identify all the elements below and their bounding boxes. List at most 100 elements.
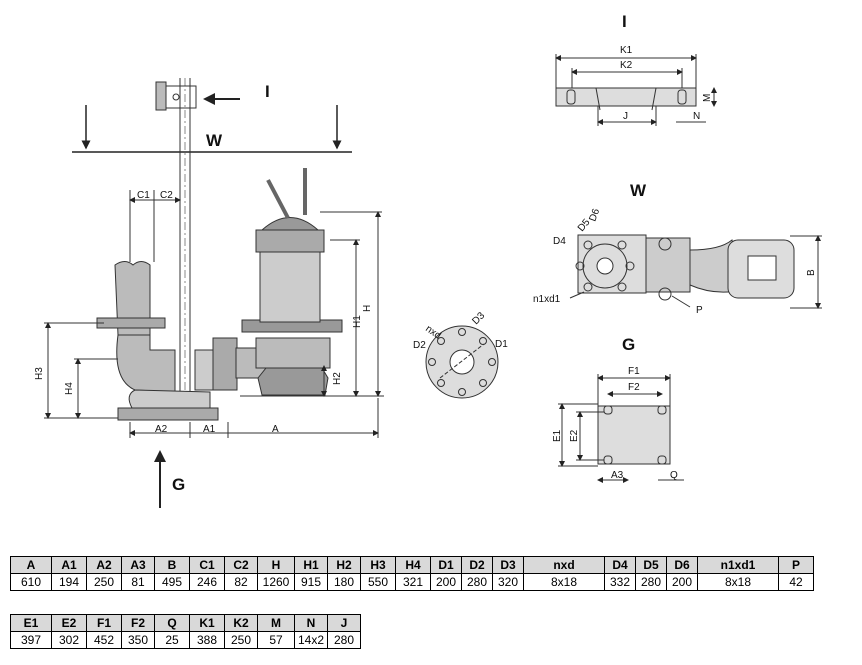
dim-A3: A3 [611,470,624,481]
table-cell: 397 [10,631,52,649]
table-cell: 452 [86,631,122,649]
table-cell: 42 [778,573,814,591]
view-G-labels: G F1 F2 E1 E2 A3 Q [552,335,678,481]
table-header-cell: J [327,614,361,632]
table-cell: 180 [327,573,361,591]
table-header-row: A A1 A2 A3 B C1 C2 H H1 H2 H3 H4 D1 D2 D… [10,556,814,574]
pump-side-view [44,78,384,508]
dim-H3: H3 [34,367,45,380]
view-I-bracket [555,54,717,126]
table-cell: 320 [492,573,524,591]
dim-n1xd1: n1xd1 [533,294,561,305]
table-cell: 550 [360,573,396,591]
table-cell: 321 [395,573,431,591]
table-header-cell: A1 [51,556,87,574]
table-cell: 14x2 [294,631,328,649]
table-cell: 200 [666,573,698,591]
table-header-cell: H3 [360,556,396,574]
dim-F2: F2 [628,382,640,393]
table-header-cell: K2 [224,614,258,632]
table-header-cell: H4 [395,556,431,574]
table-cell: 350 [121,631,155,649]
view-G-baseplate [558,374,684,483]
main-view-labels: I W G C1 C2 H H1 H2 H3 H4 A2 A1 A [34,82,373,494]
dim-E2: E2 [569,429,580,442]
table-cell: 1260 [257,573,295,591]
view-W-plan [569,234,822,309]
table-header-cell: B [154,556,190,574]
dim-D2: D2 [413,340,426,351]
dim-C2: C2 [160,190,173,201]
table-cell: 8x18 [697,573,779,591]
table-cell: 280 [327,631,361,649]
dim-J: J [623,111,628,122]
table-cell: 915 [294,573,328,591]
table-header-cell: A [10,556,52,574]
dim-E1: E1 [552,429,563,442]
table-cell: 200 [430,573,462,591]
table-cell: 280 [461,573,493,591]
table-cell: 280 [635,573,667,591]
table-header-cell: F2 [121,614,155,632]
table-header-cell: D3 [492,556,524,574]
table-header-cell: P [778,556,814,574]
table-header-cell: D1 [430,556,462,574]
table-header-cell: K1 [189,614,225,632]
dim-A2: A2 [155,424,168,435]
table-cell: 302 [51,631,87,649]
dim-Q: Q [670,470,678,481]
dim-A1: A1 [203,424,216,435]
table-value-row: 610 194 250 81 495 246 82 1260 915 180 5… [10,573,814,591]
table-header-cell: nxd [523,556,605,574]
discharge-flange-view [425,325,499,399]
table-cell: 25 [154,631,190,649]
dim-K1: K1 [620,45,633,56]
dim-H1: H1 [352,315,363,328]
table-cell: 8x18 [523,573,605,591]
table-value-row: 397 302 452 350 25 388 250 57 14x2 280 [10,631,361,649]
table-header-cell: A2 [86,556,122,574]
view-label-G-arrow: G [172,475,185,494]
dimensions-table-1: A A1 A2 A3 B C1 C2 H H1 H2 H3 H4 D1 D2 D… [10,556,814,591]
dim-D4: D4 [553,236,566,247]
dimensions-table-2: E1 E2 F1 F2 Q K1 K2 M N J 397 302 452 35… [10,614,361,649]
table-header-cell: D6 [666,556,698,574]
view-label-G: G [622,335,635,354]
table-cell: 246 [189,573,225,591]
dim-C1: C1 [137,190,150,201]
table-cell: 57 [257,631,295,649]
table-header-cell: D2 [461,556,493,574]
table-cell: 610 [10,573,52,591]
dim-P: P [696,305,703,316]
table-cell: 495 [154,573,190,591]
table-header-cell: A3 [121,556,155,574]
table-cell: 250 [224,631,258,649]
dim-D3: D3 [470,310,487,327]
view-label-I-arrow: I [265,82,270,101]
table-header-cell: C2 [224,556,258,574]
dim-H2: H2 [332,372,343,385]
dim-B: B [806,269,817,276]
table-header-cell: H2 [327,556,361,574]
table-cell: 81 [121,573,155,591]
dim-D1: D1 [495,339,508,350]
dim-M: M [702,94,713,102]
dim-A: A [272,424,279,435]
view-label-W: W [630,181,647,200]
table-header-cell: F1 [86,614,122,632]
view-I-labels: I K1 K2 J N M [620,12,713,122]
table-header-cell: n1xd1 [697,556,779,574]
dim-H: H [362,305,373,312]
table-header-cell: D5 [635,556,667,574]
table-header-cell: E2 [51,614,87,632]
table-header-cell: M [257,614,295,632]
table-header-cell: C1 [189,556,225,574]
table-header-cell: H [257,556,295,574]
table-cell: 82 [224,573,258,591]
dim-K2: K2 [620,60,633,71]
table-header-cell: E1 [10,614,52,632]
dim-F1: F1 [628,366,640,377]
table-header-cell: N [294,614,328,632]
dim-D6: D6 [587,207,602,223]
view-label-I: I [622,12,627,31]
